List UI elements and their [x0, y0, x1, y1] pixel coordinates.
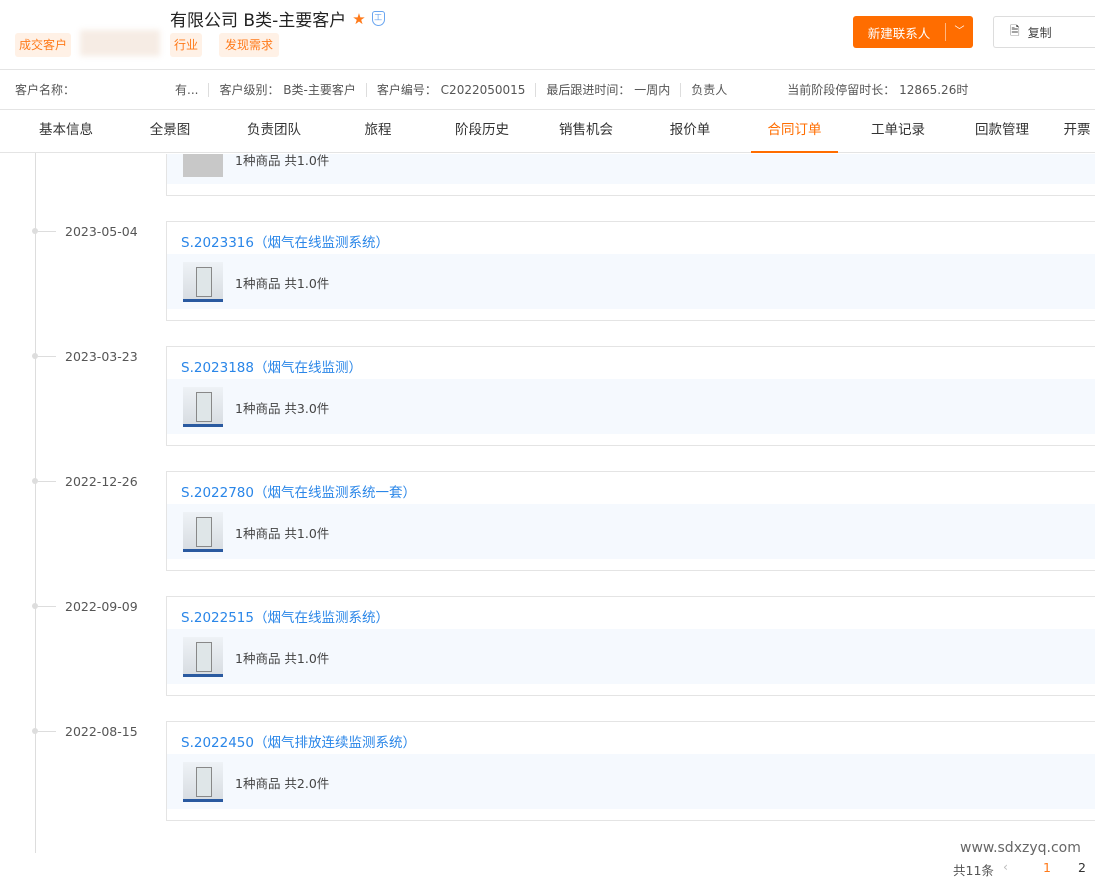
- redacted-area: [80, 30, 160, 56]
- order-date: 2022-09-09: [65, 599, 138, 614]
- tag-industry: 行业: [170, 33, 203, 57]
- tab-quotes[interactable]: 报价单: [669, 122, 711, 138]
- product-summary: 1种商品 共3.0件: [235, 401, 330, 416]
- timeline-connector: [38, 481, 56, 482]
- product-summary: 1种商品 共1.0件: [235, 651, 330, 666]
- owner: 负责人: [691, 83, 728, 97]
- order-date: 2023-03-23: [65, 349, 138, 364]
- tab-invoices[interactable]: 开票: [1063, 122, 1091, 138]
- level: 客户级别： B类-主要客户: [219, 83, 356, 97]
- tab-team[interactable]: 负责团队: [247, 122, 301, 138]
- order-title-link[interactable]: S.2022515（烟气在线监测系统）: [181, 610, 389, 626]
- product-summary: 1种商品 共1.0件: [235, 153, 330, 168]
- product-summary: 1种商品 共1.0件: [235, 526, 330, 541]
- order-title-link[interactable]: S.2022780（烟气在线监测系统一套）: [181, 485, 416, 501]
- divider: [0, 109, 1095, 110]
- page-1[interactable]: 1: [1043, 860, 1051, 875]
- tab-bar: 基本信息 全景图 负责团队 旅程 阶段历史 销售机会 报价单 合同订单 工单记录…: [0, 110, 1095, 153]
- product-row: 1种商品 共3.0件: [167, 379, 1095, 434]
- order-title-link[interactable]: S.2022450（烟气排放连续监测系统）: [181, 735, 416, 751]
- order-date: 2022-12-26: [65, 474, 138, 489]
- copy-button[interactable]: 🗎 复制: [993, 16, 1095, 48]
- product-thumbnail: [183, 387, 223, 427]
- page-title: 有限公司 B类-主要客户 ★ 工: [170, 6, 385, 31]
- customer-name: 有限公司 B类-主要客户: [170, 11, 347, 31]
- tab-work-orders[interactable]: 工单记录: [871, 122, 925, 138]
- tab-stage-history[interactable]: 阶段历史: [455, 122, 509, 138]
- star-icon[interactable]: ★: [352, 9, 366, 28]
- last-follow: 最后跟进时间： 一周内: [546, 83, 671, 97]
- watermark-website: www.sdxzyq.com: [960, 840, 1081, 856]
- timeline-dot: [32, 478, 38, 484]
- tab-payments[interactable]: 回款管理: [975, 122, 1029, 138]
- product-thumbnail: [183, 262, 223, 302]
- order-card[interactable]: S.2022515（烟气在线监测系统） 1种商品 共1.0件: [166, 596, 1095, 696]
- timeline-dot: [32, 228, 38, 234]
- prev-page-icon[interactable]: ‹: [1003, 859, 1008, 874]
- timeline-connector: [38, 606, 56, 607]
- tab-basic-info[interactable]: 基本信息: [39, 122, 93, 138]
- image-placeholder-icon: [183, 154, 223, 177]
- product-thumbnail: [183, 762, 223, 802]
- order-title-link[interactable]: S.2023188（烟气在线监测）: [181, 360, 362, 376]
- name-value: 有...: [175, 83, 199, 97]
- document-icon: 🗎: [1010, 23, 1020, 38]
- order-title-link[interactable]: S.2023316（烟气在线监测系统）: [181, 235, 389, 251]
- product-thumbnail: [183, 637, 223, 677]
- customer-code: 客户编号： C2022050015: [376, 83, 526, 97]
- order-card[interactable]: S.2022780（烟气在线监测系统一套） 1种商品 共1.0件: [166, 471, 1095, 571]
- product-summary: 1种商品 共2.0件: [235, 776, 330, 791]
- tab-opportunities[interactable]: 销售机会: [559, 122, 613, 138]
- order-date: 2023-05-04: [65, 224, 138, 239]
- timeline-connector: [38, 731, 56, 732]
- timeline-connector: [38, 231, 56, 232]
- info-bar: 客户名称： 有... 客户级别： B类-主要客户 客户编号： C202205001…: [15, 70, 1095, 109]
- tab-contract-orders[interactable]: 合同订单: [751, 110, 838, 153]
- order-card[interactable]: S.2023188（烟气在线监测） 1种商品 共3.0件: [166, 346, 1095, 446]
- product-row: 1种商品 共2.0件: [167, 754, 1095, 809]
- product-thumbnail: [183, 512, 223, 552]
- copy-label: 复制: [1027, 25, 1052, 40]
- order-card[interactable]: S.2022450（烟气排放连续监测系统） 1种商品 共2.0件: [166, 721, 1095, 821]
- new-contact-button[interactable]: 新建联系人 ﹀: [853, 16, 973, 48]
- order-card-partial[interactable]: 1种商品 共1.0件: [166, 153, 1095, 196]
- tag-deal: 成交客户: [15, 33, 72, 57]
- product-row: 1种商品 共1.0件: [167, 254, 1095, 309]
- total-count: 共11条: [953, 863, 994, 878]
- order-date: 2022-08-15: [65, 724, 138, 739]
- chevron-down-icon[interactable]: ﹀: [945, 23, 973, 41]
- timeline-dot: [32, 603, 38, 609]
- page-2[interactable]: 2: [1078, 860, 1086, 875]
- timeline-dot: [32, 353, 38, 359]
- product-row: 1种商品 共1.0件: [167, 504, 1095, 559]
- timeline-connector: [38, 356, 56, 357]
- name-label: 客户名称：: [15, 83, 76, 97]
- tag-need: 发现需求: [219, 33, 280, 57]
- timeline-dot: [32, 728, 38, 734]
- timeline-line: [35, 153, 36, 853]
- divider: [0, 69, 1095, 70]
- shield-icon: 工: [371, 11, 385, 26]
- order-card[interactable]: S.2023316（烟气在线监测系统） 1种商品 共1.0件: [166, 221, 1095, 321]
- product-row: 1种商品 共1.0件: [167, 629, 1095, 684]
- tab-journey[interactable]: 旅程: [364, 122, 392, 138]
- new-contact-label: 新建联系人: [867, 25, 931, 41]
- tab-panorama[interactable]: 全景图: [149, 122, 191, 138]
- product-summary: 1种商品 共1.0件: [235, 276, 330, 291]
- stage-duration: 当前阶段停留时长： 12865.26时: [787, 83, 969, 97]
